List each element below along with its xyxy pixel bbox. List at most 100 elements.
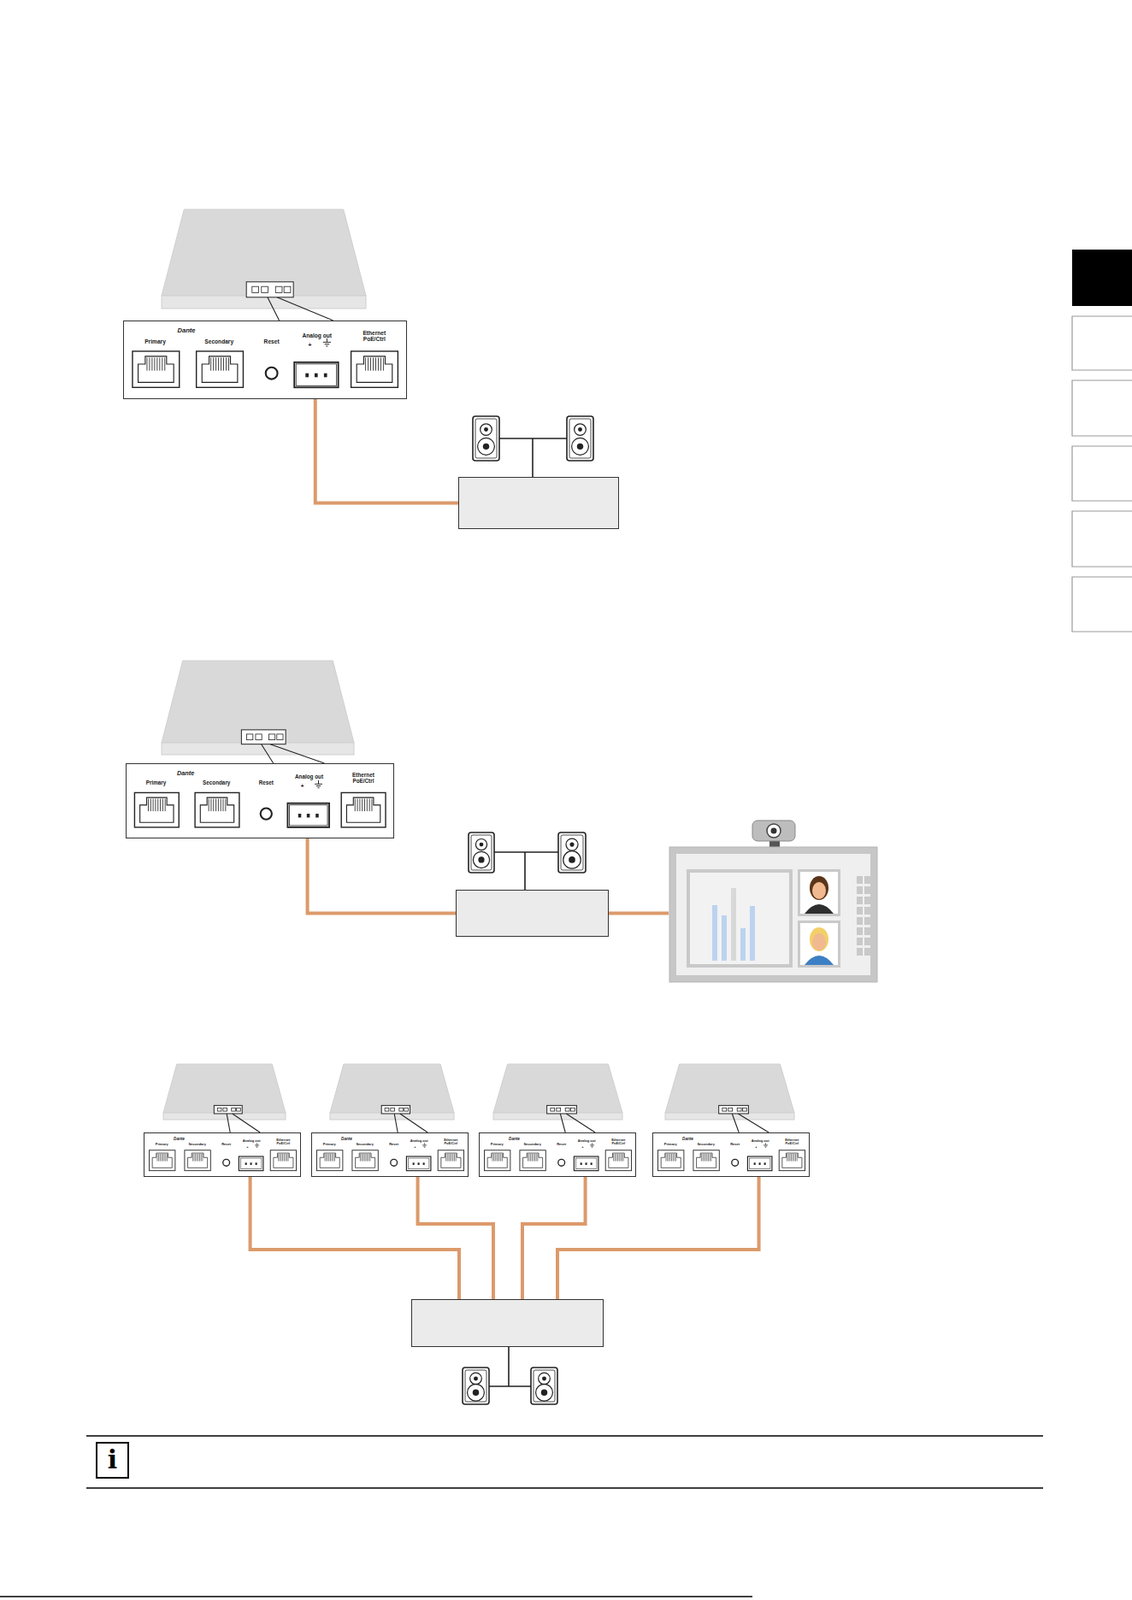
ground-symbol: [314, 780, 323, 789]
note-rule: [86, 1487, 1044, 1490]
connector-pin: [236, 1108, 242, 1112]
connector-pin: [384, 1108, 390, 1112]
pin-label: +: [246, 1145, 248, 1150]
connector-pin: [277, 734, 283, 741]
connector-pin: [231, 1108, 236, 1112]
device-panel: DantePrimarySecondaryResetAnalog out+Eth…: [478, 1132, 637, 1178]
port-label: Secondary: [202, 780, 230, 787]
device-panel: DantePrimarySecondaryResetAnalog out+Eth…: [311, 1132, 469, 1178]
port-label: Ethernet PoE/Ctrl: [607, 1138, 629, 1147]
audio-cable: [557, 1177, 760, 1300]
port-label: Analog out: [577, 1139, 596, 1144]
connector-pin: [565, 1108, 570, 1112]
speaker-cable: [489, 1347, 531, 1387]
note-rule: [86, 1435, 1044, 1438]
audio-cable: [608, 912, 669, 916]
connector-pin: [550, 1108, 555, 1112]
device-panel: DantePrimary Secondary Reset Analog out+ Eth…: [652, 1132, 810, 1178]
speaker-cable: [494, 852, 559, 891]
audio-cable: [250, 1177, 460, 1300]
connector-icon: [213, 1105, 242, 1115]
brand-logo: Dante: [176, 327, 195, 335]
amplifier-box: [455, 890, 609, 938]
connector-pin: [390, 1108, 396, 1112]
ground-symbol: [763, 1143, 768, 1148]
connector-icon: [381, 1105, 410, 1115]
brand-logo: Dante: [682, 1137, 694, 1142]
port-label: Primary: [144, 338, 166, 345]
callout-line: [267, 297, 334, 321]
port-label: Analog out: [242, 1139, 261, 1144]
info-icon: [96, 1443, 129, 1479]
pin-label: +: [308, 341, 313, 348]
button-label: Reset: [221, 1143, 231, 1147]
webcam: [752, 820, 796, 849]
audio-cable: [315, 399, 459, 504]
brand-logo: Dante: [176, 770, 195, 778]
callout-line: [394, 1114, 428, 1133]
port-label: Ethernet PoE/Ctrl: [272, 1138, 294, 1147]
connector-pin: [728, 1108, 733, 1112]
audio-cable: [522, 1177, 586, 1300]
pin-label: +: [413, 1145, 416, 1150]
connector-pin: [217, 1108, 222, 1112]
info-icon-letter: i: [96, 1444, 129, 1476]
connector-pin: [399, 1108, 404, 1112]
port-label: Ethernet PoE/Ctrl: [440, 1138, 461, 1147]
connector-pin: [570, 1108, 575, 1112]
connector-pin: [247, 734, 254, 741]
port-label: Primary: [664, 1143, 678, 1147]
connector-pin: [275, 286, 283, 293]
amplifier-box: [411, 1299, 604, 1348]
audio-cable: [418, 1177, 494, 1300]
port-label: Primary: [146, 780, 167, 787]
connector-pin: [736, 1108, 742, 1112]
speaker-symbol: [566, 416, 594, 461]
port-label: Analog out: [751, 1139, 770, 1144]
port-label: Secondary: [355, 1143, 373, 1147]
section-tabs: [1072, 316, 1132, 632]
port-label: Ethernet PoE/Ctrl: [346, 772, 382, 785]
connector-pin: [223, 1108, 228, 1112]
connector-icon: [719, 1105, 749, 1115]
device-panel: DantePrimarySecondaryResetAnalog out+Eth…: [123, 320, 407, 400]
port-label: Ethernet PoE/Ctrl: [781, 1138, 802, 1147]
speaker-symbol: [472, 416, 500, 461]
button-label: Reset: [264, 338, 280, 345]
ground-symbol: [589, 1143, 595, 1148]
ground-symbol: [422, 1143, 427, 1148]
device-body: [163, 1064, 286, 1114]
speaker-cable: [499, 438, 567, 478]
amplifier-box: [458, 477, 620, 530]
connector-pin: [255, 734, 262, 741]
speaker-symbol: [530, 1367, 558, 1405]
connector-icon: [241, 730, 286, 745]
device-body: [493, 1064, 623, 1114]
button-label: Reset: [730, 1143, 740, 1147]
callout-line: [261, 744, 325, 764]
video-call-screen: [668, 846, 879, 984]
port-label: Ethernet PoE/Ctrl: [355, 330, 393, 343]
callout-line: [560, 1114, 596, 1133]
connector-pin: [556, 1108, 561, 1112]
connector-pin: [261, 286, 269, 293]
brand-logo: Dante: [341, 1137, 353, 1142]
ground-symbol: [254, 1143, 260, 1148]
speaker-symbol: [468, 832, 495, 873]
device-body: [330, 1064, 454, 1114]
speaker-symbol: [462, 1367, 490, 1405]
connector-icon: [547, 1105, 578, 1115]
ground-symbol: [323, 338, 331, 347]
connector-pin: [252, 286, 260, 293]
port-label: Secondary: [188, 1143, 206, 1147]
port-label: Primary: [490, 1143, 504, 1147]
device-panel: DantePrimarySecondaryResetAnalog out+Eth…: [143, 1132, 301, 1178]
port-label: Secondary: [696, 1143, 714, 1147]
callout-line: [731, 1114, 769, 1133]
connector-pin: [404, 1108, 409, 1112]
pin-label: +: [754, 1145, 757, 1150]
port-label: Analog out: [294, 774, 324, 781]
pin-label: +: [581, 1145, 584, 1150]
port-label: Analog out: [410, 1139, 429, 1144]
